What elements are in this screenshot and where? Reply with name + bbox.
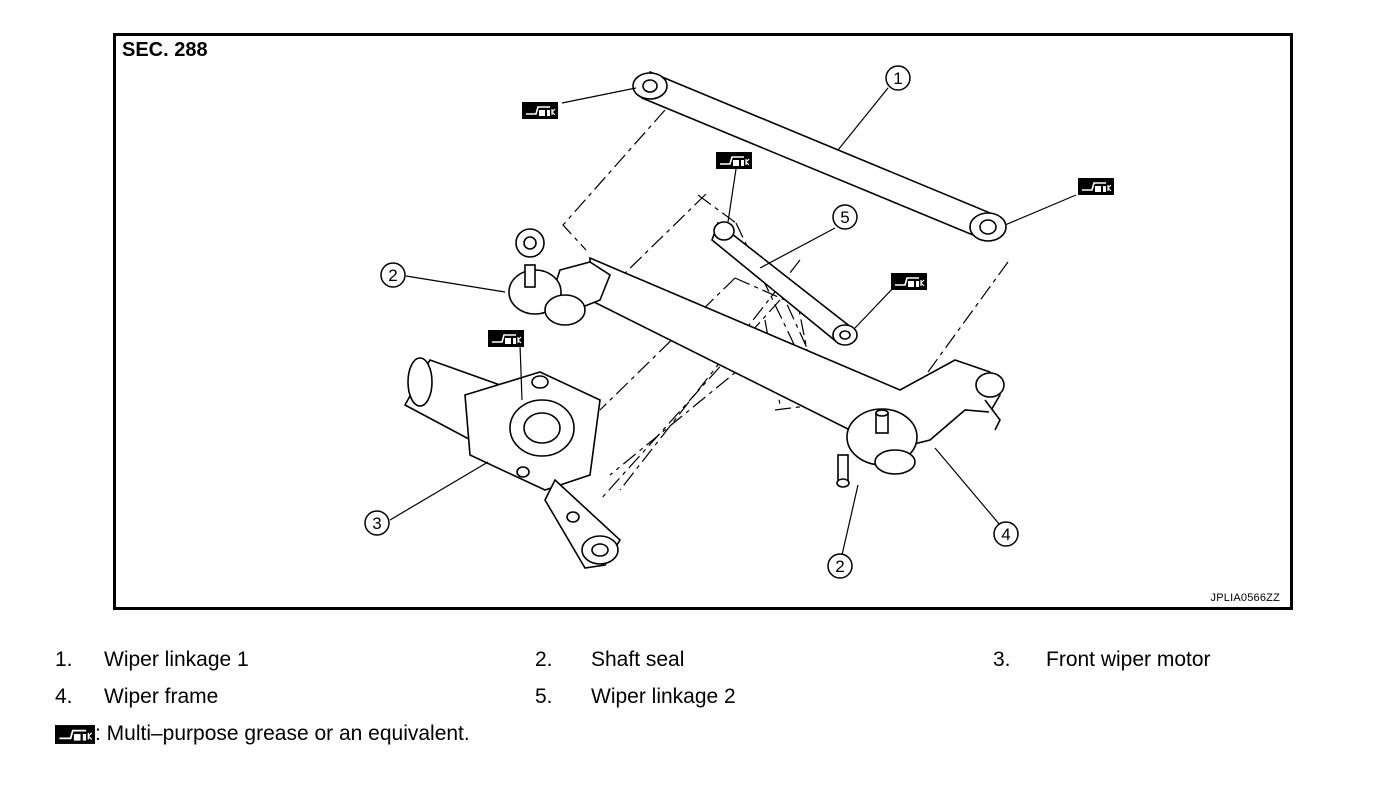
callouts bbox=[364, 65, 1019, 579]
grease-icon bbox=[521, 101, 559, 120]
legend-label: Front wiper motor bbox=[1046, 648, 1211, 671]
grease-icon bbox=[487, 329, 525, 348]
callout-4: 4 bbox=[1001, 525, 1010, 544]
section-label: SEC. 288 bbox=[122, 39, 208, 61]
grease-note: : Multi–purpose grease or an equivalent. bbox=[55, 722, 470, 746]
figure-id: JPLIA0566ZZ bbox=[1210, 592, 1280, 604]
legend-number: 3. bbox=[993, 648, 1011, 671]
legend-number: 2. bbox=[535, 648, 553, 671]
callout-2: 2 bbox=[835, 557, 844, 576]
legend-label: Wiper linkage 2 bbox=[591, 685, 736, 708]
leader-lines bbox=[389, 87, 1077, 556]
front-wiper-motor bbox=[403, 357, 622, 569]
grease-note-text: : Multi–purpose grease or an equivalent. bbox=[95, 722, 470, 745]
legend-label: Shaft seal bbox=[591, 648, 685, 671]
diagram-frame: SEC. 288 JPLIA0566ZZ bbox=[113, 33, 1293, 610]
legend-label: Wiper linkage 1 bbox=[104, 648, 249, 671]
callout-3: 3 bbox=[372, 514, 381, 533]
legend-number: 5. bbox=[535, 685, 553, 708]
grease-icon bbox=[55, 724, 95, 744]
wiper-linkage-2 bbox=[711, 221, 858, 346]
callout-2: 2 bbox=[388, 266, 397, 285]
grease-icon bbox=[1077, 177, 1115, 196]
wiper-linkage-1 bbox=[632, 70, 1007, 242]
wiper-frame bbox=[508, 228, 1005, 488]
legend-number: 1. bbox=[55, 648, 73, 671]
callout-5: 5 bbox=[840, 208, 849, 227]
legend-label: Wiper frame bbox=[104, 685, 219, 708]
legend-number: 4. bbox=[55, 685, 73, 708]
callout-1: 1 bbox=[893, 69, 902, 88]
grease-icon bbox=[715, 151, 753, 170]
grease-icon bbox=[890, 272, 928, 291]
